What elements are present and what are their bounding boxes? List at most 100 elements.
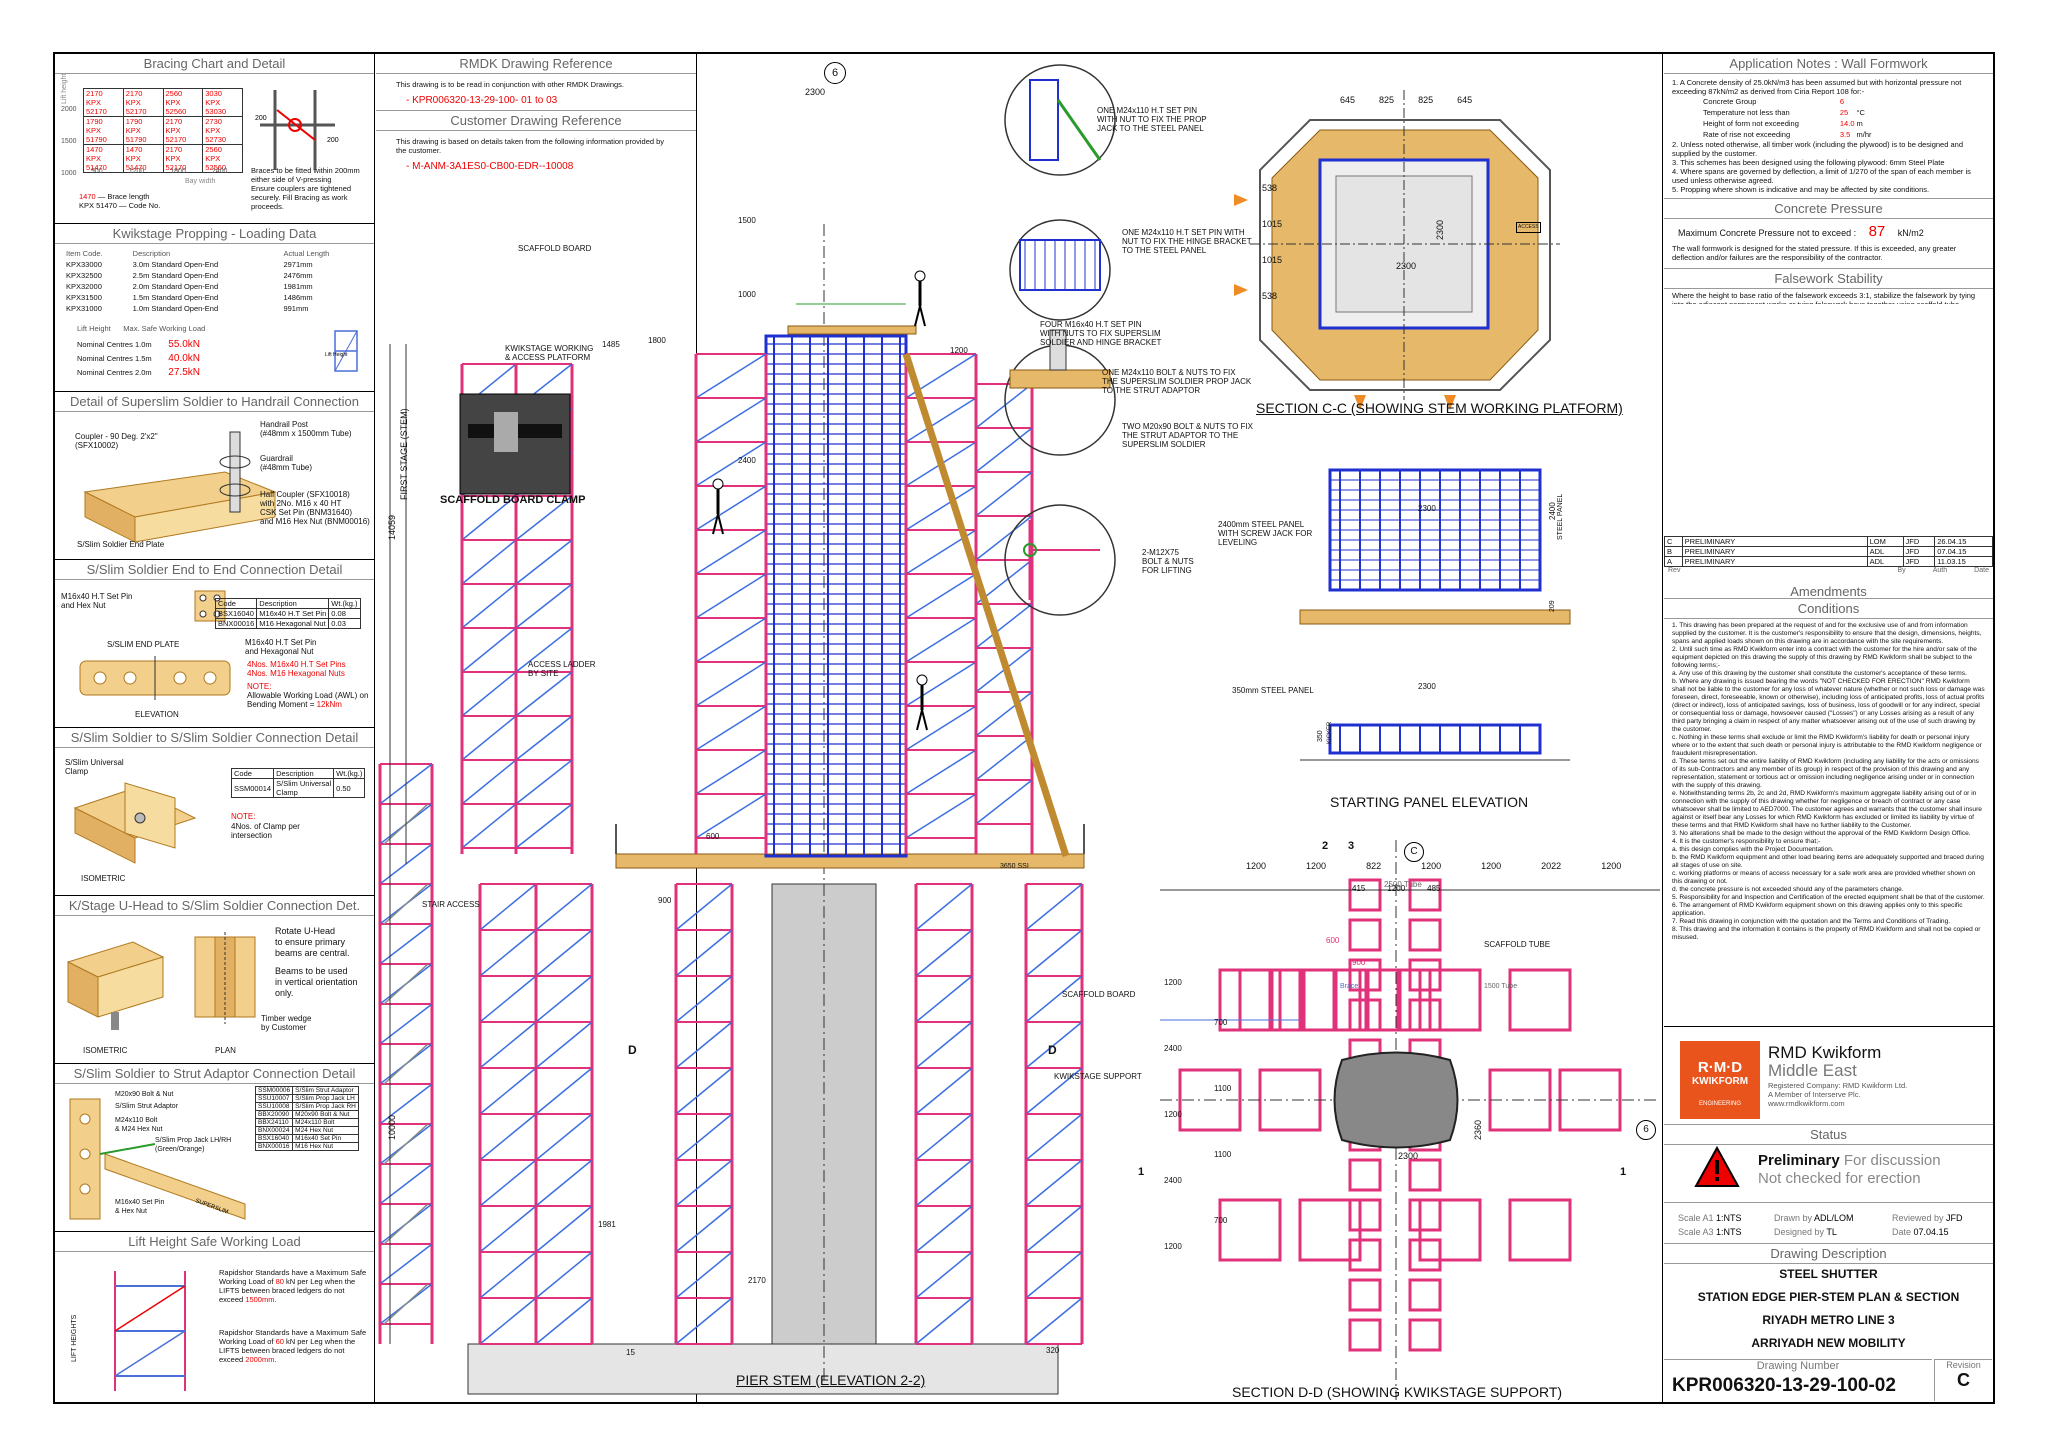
scaffold-left-outer-brace	[461, 539, 517, 585]
brace-dim-b: 200	[327, 137, 339, 144]
revision-box: Revision C	[1934, 1359, 1992, 1401]
support-left-b-brace	[535, 1021, 593, 1069]
top-platform-deck	[787, 325, 917, 335]
customer-ref-number: - M-ANM-3A1ES0-CB00-EDR--10008	[406, 161, 574, 172]
lift-headers: Lift Height Max. Safe Working Load	[77, 324, 206, 333]
dd-column-bay	[1348, 1318, 1382, 1352]
uhead-panel: K/Stage U-Head to S/Slim Soldier Connect…	[55, 896, 374, 1064]
dd-column-bay	[1408, 918, 1442, 952]
section-cc-title: SECTION C-C (SHOWING STEM WORKING PLATFO…	[1256, 400, 1623, 416]
starting-panel-kicker: KICKER	[1327, 721, 1333, 744]
dd-bay	[1270, 968, 1304, 1032]
sp-small-panel	[1328, 723, 1542, 755]
detail-2-panel	[1019, 239, 1101, 291]
scaffold-right-brace	[975, 427, 1033, 473]
dim-1000: 1000	[738, 290, 756, 299]
uhead-text2: Beams to be used in vertical orientation…	[275, 966, 358, 998]
dd-column-bay	[1348, 998, 1382, 1032]
scaffold-right-brace	[975, 779, 1033, 825]
dd-column-bay	[1348, 1158, 1382, 1192]
stair-tower-brace	[379, 1083, 433, 1125]
lift-safe-ylabel: LIFT HEIGHTS	[71, 1314, 78, 1362]
dd-column-bay	[1408, 958, 1442, 992]
support-inner-right-brace	[915, 1251, 973, 1299]
cc-arrow	[1354, 395, 1366, 410]
elevation-title: PIER STEM (ELEVATION 2-2)	[736, 1372, 926, 1388]
support-inner-left-brace	[675, 1113, 733, 1161]
drawing-number-title: Drawing Number	[1664, 1359, 1932, 1372]
end-to-end-title: S/Slim Soldier End to End Connection Det…	[55, 560, 374, 580]
section-marker-d-right: D	[1048, 1043, 1057, 1057]
detail-label-4: ONE M24x110 BOLT & NUTS TO FIX THE SUPER…	[1102, 368, 1252, 395]
kwikstage-panel: Kwikstage Propping - Loading Data Item C…	[55, 224, 374, 392]
end-elevation-drawing	[79, 656, 231, 700]
push-pull-prop	[902, 352, 1070, 858]
support-inner-left-brace	[675, 1021, 733, 1069]
support-inner-right-brace	[915, 975, 973, 1023]
strut-drawing: SUPERSLIM	[69, 1098, 246, 1220]
label-kwikstage-support: KWIKSTAGE SUPPORT	[1054, 1072, 1142, 1081]
uhead-text1: Rotate U-Head to ensure primary beams ar…	[275, 926, 350, 958]
dd-column-bay	[1408, 998, 1442, 1032]
scaffold-inner-right-brace	[905, 705, 977, 751]
support-right-brace	[1025, 975, 1083, 1023]
rmdk-ref-title: RMDK Drawing Reference	[376, 54, 696, 74]
scaffold-inner-left-brace	[695, 705, 767, 751]
scaffold-left-outer-brace	[461, 671, 517, 717]
label-scaffold-board: SCAFFOLD BOARD	[518, 244, 592, 253]
dd-column-bay	[1408, 1318, 1442, 1352]
section-dd-600: 600	[1326, 936, 1340, 945]
label-first-stage: FIRST STAGE (STEM)	[399, 408, 409, 500]
support-inner-right-brace	[915, 1205, 973, 1253]
section-marker-d-left: D	[628, 1043, 637, 1057]
dd-bay	[1302, 968, 1336, 1032]
scaffold-left-outer-brace	[461, 583, 517, 629]
scaffold-left-inner-brace	[515, 803, 573, 849]
label-access-ladder: ACCESS LADDER BY SITE	[528, 660, 596, 678]
scaffold-inner-left-brace	[695, 529, 767, 575]
scaffold-left-inner-brace	[515, 671, 573, 717]
section-dd-tube-len: 1500 Tube	[1484, 983, 1518, 990]
support-left-b-brace	[535, 929, 593, 977]
dd-bay	[1238, 968, 1272, 1032]
end-note-title: NOTE:	[247, 682, 272, 691]
bracing-xlabel: Bay width	[185, 178, 216, 185]
support-left-a-brace	[479, 1113, 537, 1161]
falsework-note: Where the height to base ratio of the fa…	[1672, 291, 1976, 304]
support-left-a-brace	[479, 1067, 537, 1115]
handrail-label: Guardrail (#48mm Tube)	[260, 454, 313, 472]
bracing-xtick: 2400	[211, 168, 228, 175]
scaffold-left-outer-brace	[461, 803, 517, 849]
cc-outer-frame	[1259, 119, 1551, 391]
scaffold-left-outer-brace	[461, 627, 517, 673]
notes-panel: Application Notes : Wall Formwork 1. A C…	[1664, 54, 1993, 304]
section-dd-brace: Brace	[1340, 983, 1359, 990]
support-inner-right-brace	[915, 1067, 973, 1115]
divider-left	[374, 52, 375, 1404]
strut-label: S/Slim Strut Adaptor	[115, 1103, 179, 1110]
handrail-label: Half Coupler (SFX10018) with 2No. M16 x …	[260, 490, 370, 526]
support-right-brace	[1025, 1251, 1083, 1299]
sp-base	[1299, 609, 1571, 625]
notes-title: Application Notes : Wall Formwork	[1664, 54, 1993, 74]
detail-label-3: FOUR M16x40 H.T SET PIN WITH NUTS TO FIX…	[1040, 320, 1162, 347]
starting-panel-drawing	[1299, 468, 1571, 761]
amendments-title: Amendments	[1790, 584, 1867, 599]
support-inner-left-brace	[675, 1159, 733, 1207]
support-inner-left-brace	[675, 929, 733, 977]
titleblock-scales: Scale A1 1:NTS Scale A3 1:NTS	[1678, 1213, 1742, 1237]
scaffold-left-inner-brace	[515, 495, 573, 541]
scaffold-right-brace	[975, 515, 1033, 561]
company-region: Middle East	[1768, 1061, 1857, 1080]
dd-pier-section	[1333, 1051, 1459, 1149]
